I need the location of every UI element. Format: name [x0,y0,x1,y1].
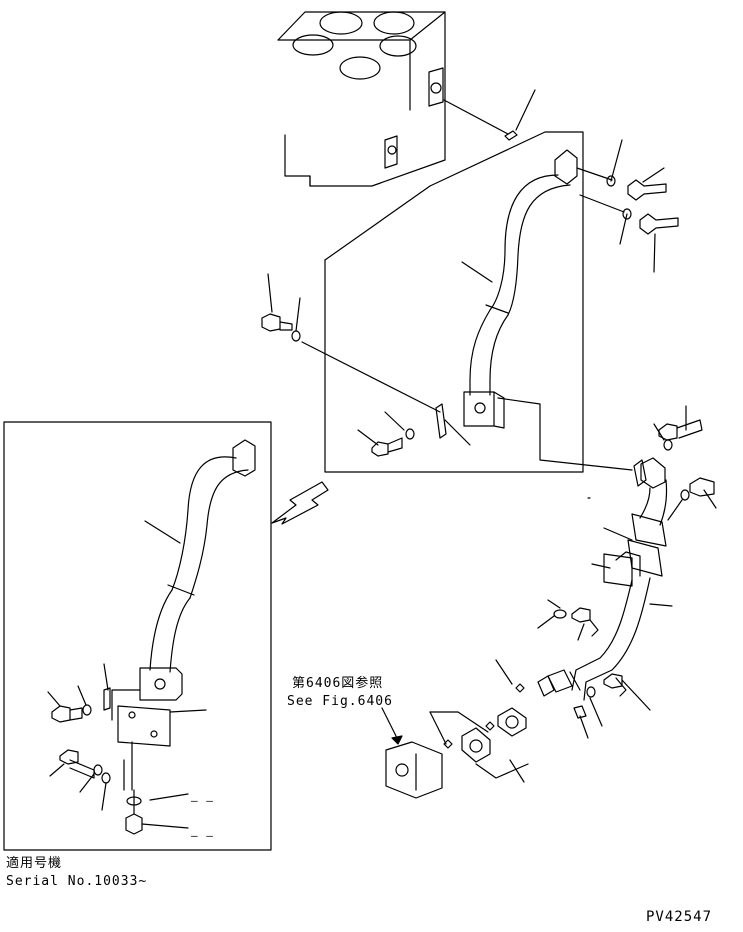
filter-box [277,11,446,187]
inset-box [3,421,272,851]
gasket-top [504,130,518,141]
inset-dash-1: – – [191,794,214,807]
leader-filter [443,99,509,135]
inset-dash-2: – – [191,829,214,842]
reference-label-en: See Fig.6406 [287,694,393,709]
small-parts [429,659,529,783]
reference-block [381,707,443,799]
callout-upper-hose [461,261,493,283]
inset-bolts [47,685,189,835]
bolts-upper-right [576,139,679,273]
assembly-frame [324,131,584,473]
lower-bolts [537,405,717,739]
inset-hose [103,439,256,791]
serial-label-en: Serial No.10033~ [6,874,148,889]
drawing-number: PV42547 [646,909,713,925]
bracket-frame [357,403,471,457]
reference-label-jp: 第6406図参照 [292,676,384,691]
upper-hose [463,149,633,471]
serial-label-jp: 適用号機 [6,856,63,871]
bolts-frame-left [261,273,441,413]
arrow-to-inset [271,481,329,525]
lower-pipe [537,457,668,701]
callout-gasket-top [515,89,536,131]
